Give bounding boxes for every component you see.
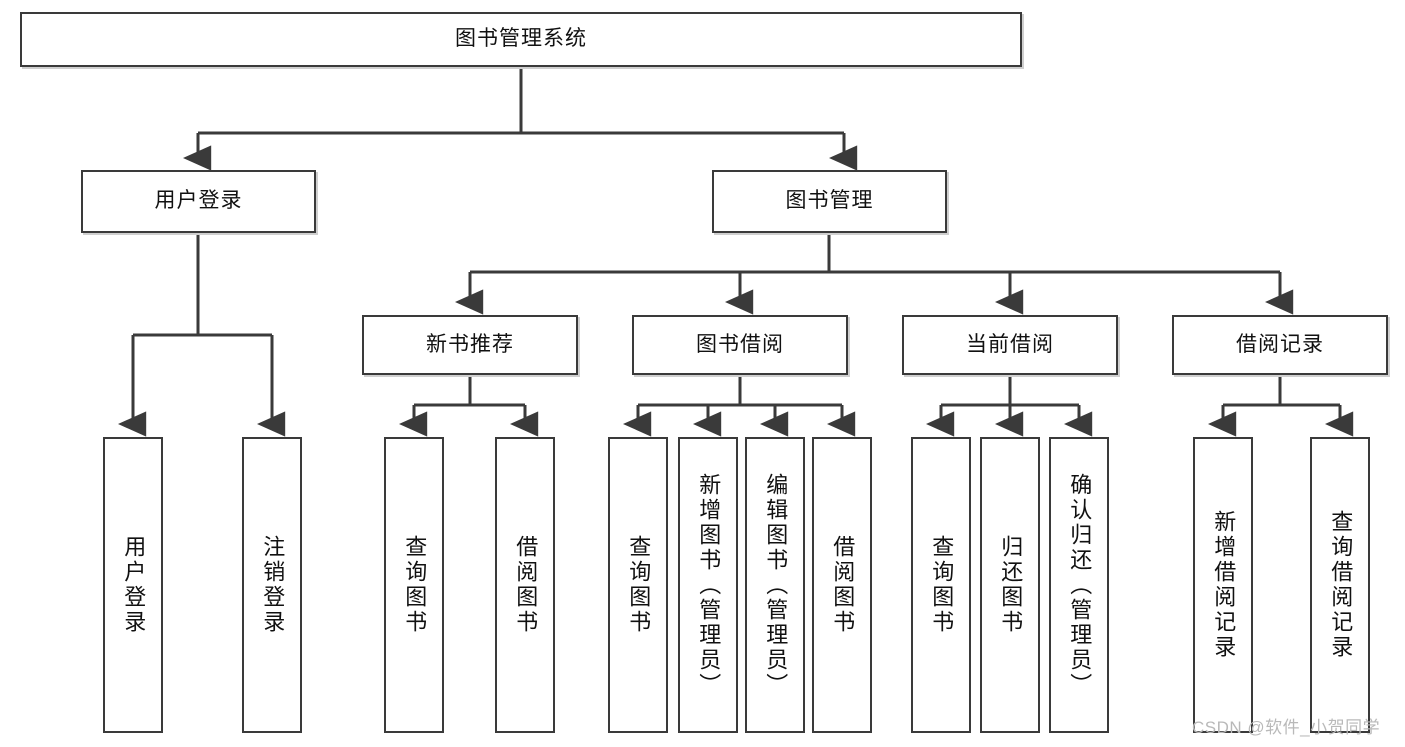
leaf-label: 新增借阅记录 xyxy=(1211,510,1237,660)
leaf-label: 查询借阅记录 xyxy=(1328,510,1354,660)
node-new-book-recommend-label: 新书推荐 xyxy=(426,332,514,356)
leaf-user-login-login[interactable]: 用户登录 xyxy=(103,437,163,733)
leaf-user-login-logout[interactable]: 注销登录 xyxy=(242,437,302,733)
leaf-book-borrow-borrow[interactable]: 借阅图书 xyxy=(812,437,872,733)
leaf-borrow-record-query[interactable]: 查询借阅记录 xyxy=(1310,437,1370,733)
leaf-label: 编辑图书（管理员） xyxy=(763,472,789,698)
node-new-book-recommend[interactable]: 新书推荐 xyxy=(362,315,578,375)
leaf-label: 确认归还（管理员） xyxy=(1067,472,1093,698)
leaf-label: 查询图书 xyxy=(626,535,652,635)
node-book-management-label: 图书管理 xyxy=(785,189,874,213)
leaf-book-borrow-edit[interactable]: 编辑图书（管理员） xyxy=(745,437,805,733)
leaf-label: 新增图书（管理员） xyxy=(696,472,722,698)
node-current-borrow[interactable]: 当前借阅 xyxy=(902,315,1118,375)
leaf-label: 查询图书 xyxy=(402,535,428,635)
leaf-label: 查询图书 xyxy=(929,535,955,635)
leaf-label: 归还图书 xyxy=(998,535,1024,635)
leaf-current-borrow-confirm-return[interactable]: 确认归还（管理员） xyxy=(1049,437,1109,733)
watermark: CSDN @软件_小贺同学 xyxy=(1192,718,1381,737)
node-user-login[interactable]: 用户登录 xyxy=(81,170,316,233)
leaf-borrow-record-add[interactable]: 新增借阅记录 xyxy=(1193,437,1253,733)
node-borrow-record[interactable]: 借阅记录 xyxy=(1172,315,1388,375)
leaf-label: 用户登录 xyxy=(121,535,147,635)
node-book-management[interactable]: 图书管理 xyxy=(712,170,947,233)
leaf-label: 借阅图书 xyxy=(513,535,539,635)
leaf-new-book-borrow[interactable]: 借阅图书 xyxy=(495,437,555,733)
node-user-login-label: 用户登录 xyxy=(154,189,243,213)
node-borrow-record-label: 借阅记录 xyxy=(1236,332,1324,356)
leaf-label: 注销登录 xyxy=(260,535,286,635)
leaf-new-book-query[interactable]: 查询图书 xyxy=(384,437,444,733)
node-current-borrow-label: 当前借阅 xyxy=(966,332,1054,356)
leaf-current-borrow-return[interactable]: 归还图书 xyxy=(980,437,1040,733)
node-book-borrow[interactable]: 图书借阅 xyxy=(632,315,848,375)
leaf-label: 借阅图书 xyxy=(830,535,856,635)
leaf-book-borrow-add[interactable]: 新增图书（管理员） xyxy=(678,437,738,733)
node-book-borrow-label: 图书借阅 xyxy=(696,332,784,356)
node-root[interactable]: 图书管理系统 xyxy=(20,12,1022,67)
leaf-current-borrow-query[interactable]: 查询图书 xyxy=(911,437,971,733)
node-root-label: 图书管理系统 xyxy=(455,27,587,51)
leaf-book-borrow-query[interactable]: 查询图书 xyxy=(608,437,668,733)
